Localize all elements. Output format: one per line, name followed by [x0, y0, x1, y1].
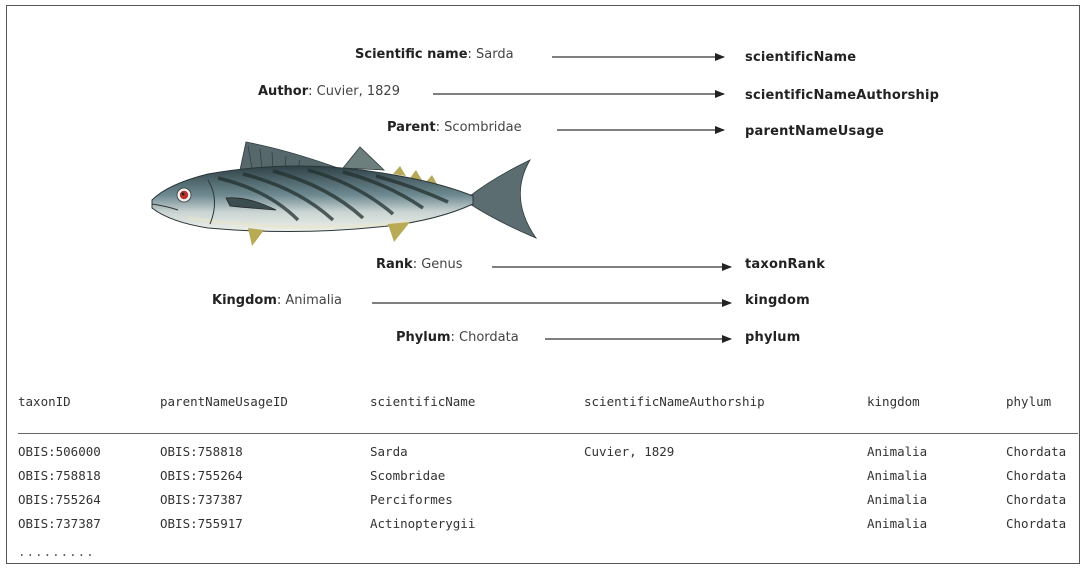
table-cell: OBIS:755264 [160, 468, 243, 483]
table-cell: OBIS:755917 [160, 516, 243, 531]
table-cell: OBIS:506000 [18, 444, 101, 459]
term-kingdom: kingdom [745, 293, 810, 308]
table-cell: Chordata [1006, 444, 1066, 459]
column-header: taxonID [18, 394, 71, 409]
table-cell: Animalia [867, 444, 927, 459]
column-header: kingdom [867, 394, 920, 409]
mapping-label-scientific-name: Scientific name: Sarda [355, 47, 514, 62]
table-cell: OBIS:758818 [160, 444, 243, 459]
mapping-label-phylum: Phylum: Chordata [396, 330, 519, 345]
table-cell: Chordata [1006, 468, 1066, 483]
table-cell: Chordata [1006, 516, 1066, 531]
table-cell: Animalia [867, 468, 927, 483]
table-cell: Scombridae [370, 468, 445, 483]
column-header: scientificNameAuthorship [584, 394, 765, 409]
header-divider [18, 433, 1078, 434]
table-cell: Sarda [370, 444, 408, 459]
column-header: phylum [1006, 394, 1051, 409]
column-header: scientificName [370, 394, 475, 409]
table-cell: Chordata [1006, 492, 1066, 507]
fish-illustration [148, 138, 538, 250]
mapping-label-parent: Parent: Scombridae [387, 120, 522, 135]
term-phylum: phylum [745, 330, 801, 345]
mapping-label-kingdom: Kingdom: Animalia [212, 293, 342, 308]
table-cell: Cuvier, 1829 [584, 444, 674, 459]
table-cell: Animalia [867, 492, 927, 507]
table-cell: OBIS:758818 [18, 468, 101, 483]
table-cell: Perciformes [370, 492, 453, 507]
column-header: parentNameUsageID [160, 394, 288, 409]
mapping-label-author: Author: Cuvier, 1829 [258, 84, 400, 99]
table-cell: OBIS:737387 [18, 516, 101, 531]
term-scientific-name-authorship: scientificNameAuthorship [745, 88, 939, 103]
table-cell: Animalia [867, 516, 927, 531]
table-ellipsis: ......... [18, 544, 95, 559]
mapping-label-rank: Rank: Genus [376, 257, 463, 272]
term-parent-name-usage: parentNameUsage [745, 124, 884, 139]
table-cell: Actinopterygii [370, 516, 475, 531]
table-cell: OBIS:737387 [160, 492, 243, 507]
term-taxon-rank: taxonRank [745, 257, 825, 272]
table-cell: OBIS:755264 [18, 492, 101, 507]
term-scientific-name: scientificName [745, 50, 856, 65]
